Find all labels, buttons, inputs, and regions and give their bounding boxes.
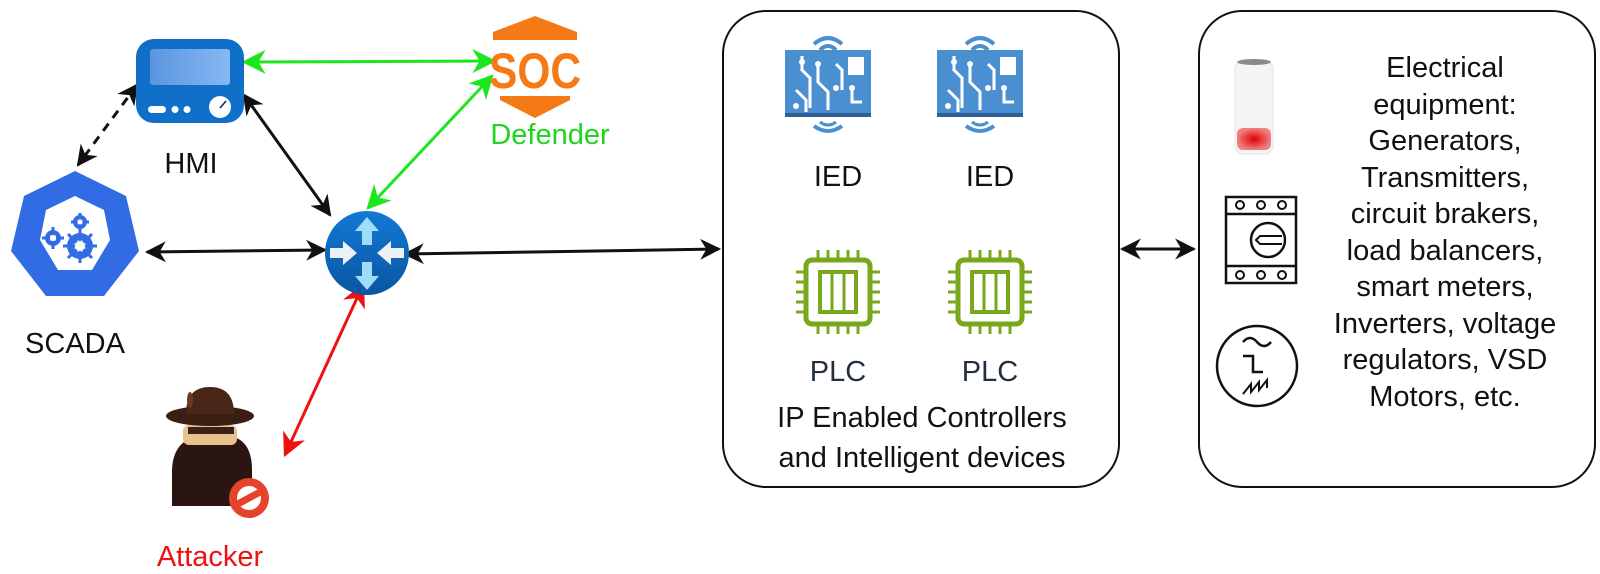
plc-chip-icon-2[interactable] (948, 250, 1032, 334)
equipment-line: Generators, (1368, 125, 1522, 157)
link-hmi-router (242, 93, 332, 217)
link-hmi-soc (241, 49, 497, 74)
hmi-icon[interactable] (136, 39, 244, 123)
scada-label: SCADA (25, 328, 125, 360)
attacker-icon[interactable] (166, 387, 269, 518)
equipment-line: load balancers, (1346, 234, 1544, 267)
ied-icon-2[interactable] (937, 36, 1023, 133)
defender-label: Defender (490, 119, 610, 151)
inverter-icon[interactable] (1215, 324, 1299, 408)
soc-shield-icon[interactable]: SOC (489, 16, 581, 118)
hmi-label: HMI (164, 148, 218, 180)
ied-label-2: IED (965, 161, 1015, 193)
plc-label-1: PLC (809, 356, 867, 388)
controllers-caption-line-2: and Intelligent devices (778, 442, 1066, 474)
equipment-line: Transmitters, (1360, 161, 1530, 194)
fuse-icon[interactable] (1234, 59, 1274, 155)
equipment-line: Motors, etc. (1369, 380, 1521, 413)
link-router-attacker (283, 282, 365, 458)
router-icon[interactable] (325, 211, 409, 295)
soc-icon-text: SOC (489, 43, 581, 99)
equipment-box (1198, 10, 1596, 488)
plc-label-2: PLC (961, 356, 1019, 388)
equipment-line: equipment: (1373, 88, 1517, 121)
link-hmi-scada (76, 83, 139, 167)
controllers-caption-line-1: IP Enabled Controllers (777, 402, 1067, 434)
equipment-line: circuit brakers, (1350, 198, 1540, 230)
controllers-box (722, 10, 1120, 488)
equipment-description: Electrical equipment: Generators, Transm… (1290, 50, 1600, 415)
equipment-line: Inverters, voltage (1333, 307, 1557, 340)
ied-icon-1[interactable] (785, 36, 871, 133)
ied-label-1: IED (813, 161, 863, 193)
equipment-line: smart meters, (1356, 271, 1534, 303)
link-scada-router (144, 239, 328, 263)
equipment-line: Electrical (1386, 52, 1504, 84)
link-router-soc (366, 74, 494, 210)
equipment-line: regulators, VSD (1342, 344, 1548, 376)
plc-chip-icon-1[interactable] (796, 250, 880, 334)
link-router-controllers (402, 238, 722, 265)
attacker-label: Attacker (156, 541, 264, 573)
scada-icon[interactable] (11, 171, 139, 296)
circuit-breaker-icon[interactable] (1224, 195, 1298, 285)
